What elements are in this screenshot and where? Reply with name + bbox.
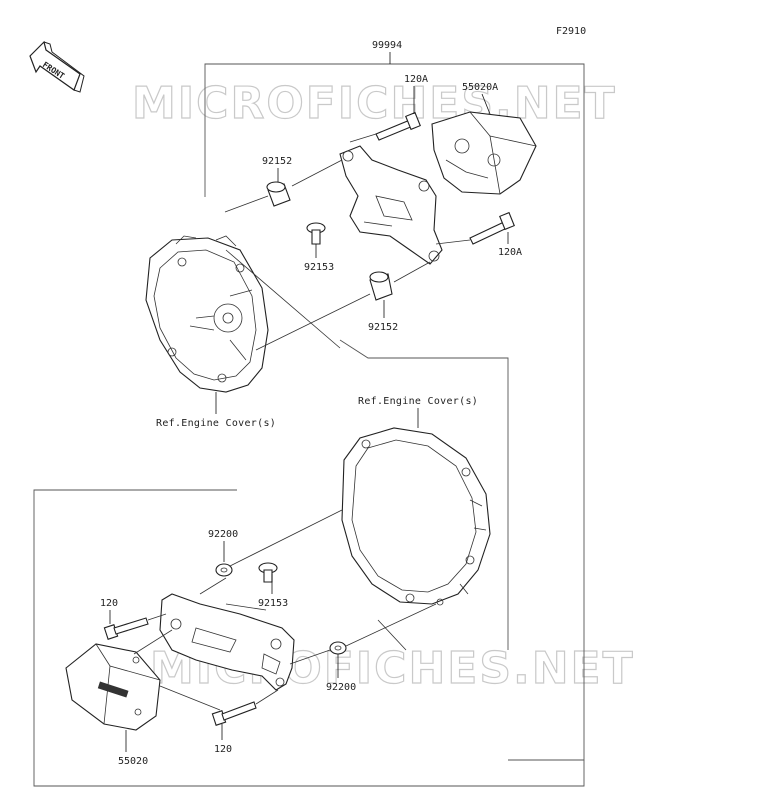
front-arrow-icon: FRONT (29, 40, 85, 93)
screw-upper (306, 222, 326, 245)
bolt-upper-a (375, 111, 421, 141)
lower-kit-frame (33, 489, 585, 787)
screw-lower (258, 562, 278, 583)
callout-92200-a: 92200 (208, 529, 238, 540)
slider-upper (431, 111, 537, 195)
washer-lower-a (215, 563, 233, 577)
callout-55020a: 55020A (462, 82, 498, 93)
ref-engine-cover-left: Ref.Engine Cover(s) (156, 418, 276, 429)
upper-alignment-lines (224, 133, 471, 351)
callout-92153-upper: 92153 (304, 262, 334, 273)
callout-92152-top: 92152 (262, 156, 292, 167)
callout-120a-bottom: 120A (498, 247, 522, 258)
slider-lower (65, 643, 161, 731)
callout-92152-bottom: 92152 (368, 322, 398, 333)
callout-92153-lower: 92153 (258, 598, 288, 609)
figure-code: F2910 (556, 26, 586, 37)
bracket-plate-upper (339, 145, 443, 265)
engine-cover-upper (145, 235, 269, 393)
bolt-upper-b (469, 211, 515, 245)
callout-120-bottom: 120 (214, 744, 232, 755)
upper-kit-frame (204, 63, 585, 761)
collar-top (266, 181, 291, 207)
engine-cover-lower (341, 427, 491, 606)
washer-lower-b (329, 641, 347, 655)
bolt-lower-a (103, 617, 149, 640)
bolt-lower-b (211, 701, 257, 726)
callout-99994: 99994 (372, 40, 402, 51)
watermark-top: MICROFICHES.NET (132, 78, 617, 129)
bracket-plate-lower (159, 593, 295, 691)
collar-bottom (369, 271, 393, 301)
callout-120-top: 120 (100, 598, 118, 609)
ref-engine-cover-right: Ref.Engine Cover(s) (358, 396, 478, 407)
callout-120a-top: 120A (404, 74, 428, 85)
lower-alignment-lines (133, 509, 437, 711)
callout-92200-b: 92200 (326, 682, 356, 693)
callout-55020: 55020 (118, 756, 148, 767)
